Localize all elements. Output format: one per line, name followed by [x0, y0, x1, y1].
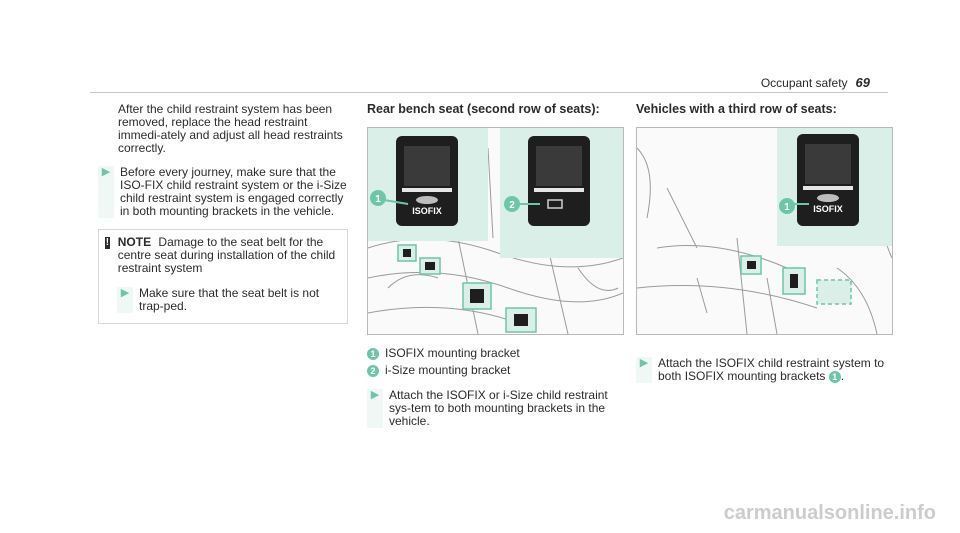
figure-title: Vehicles with a third row of seats: — [636, 102, 837, 116]
instruction-step: ▶ Attach the ISOFIX child restraint syst… — [636, 357, 891, 383]
header-divider — [90, 92, 888, 93]
figure-legend: 1 ISOFIX mounting bracket 2 i-Size mountin… — [367, 347, 622, 377]
step-arrow-icon: ▶ — [98, 166, 114, 218]
note-box: ! NOTE Damage to the seat belt for the c… — [98, 229, 348, 324]
step-text: Attach the ISOFIX or i-Size child restra… — [389, 388, 608, 428]
rear-bench-illustration: ISOFIX 1 2 — [367, 127, 624, 335]
note-step: ▶ Make sure that the seat belt is not tr… — [117, 287, 339, 313]
instruction-step: ▶ Before every journey, make sure that t… — [98, 166, 348, 218]
legend-item: 1 ISOFIX mounting bracket — [367, 347, 622, 360]
svg-text:2: 2 — [509, 200, 515, 211]
legend-item: 2 i-Size mounting bracket — [367, 364, 622, 377]
column-3: Vehicles with a third row of seats: ISOF… — [636, 102, 893, 394]
step-text: Attach the ISOFIX child restraint system… — [658, 356, 885, 383]
callout-1-icon: 1 — [367, 347, 379, 360]
callout-1-icon: 1 — [828, 370, 841, 383]
svg-text:1: 1 — [375, 194, 381, 205]
note-title: NOTE — [117, 235, 152, 249]
column-2: Rear bench seat (second row of seats): I… — [367, 102, 624, 439]
page-number: 69 — [855, 75, 870, 90]
section-title: Occupant safety — [760, 76, 848, 90]
instruction-step: ▶ Attach the ISOFIX or i-Size child rest… — [367, 389, 622, 428]
isofix-label: ISOFIX — [412, 206, 442, 216]
isofix-label: ISOFIX — [813, 204, 843, 214]
callout-2-icon: 2 — [367, 364, 379, 377]
step-arrow-icon: ▶ — [117, 287, 133, 313]
watermark: carmanualsonline.info — [723, 502, 936, 524]
page-header: Occupant safety 69 — [761, 75, 870, 90]
svg-text:1: 1 — [784, 202, 790, 213]
note-text: Damage to the seat belt for the centre s… — [117, 235, 336, 275]
figure-title: Rear bench seat (second row of seats): — [367, 102, 600, 116]
column-1: After the child restraint system has bee… — [98, 103, 348, 324]
intro-paragraph: After the child restraint system has bee… — [118, 102, 343, 155]
warning-icon: ! — [105, 237, 110, 249]
third-row-illustration: ISOFIX 1 — [636, 127, 893, 335]
step-arrow-icon: ▶ — [367, 389, 383, 428]
note-step-text: Make sure that the seat belt is not trap… — [139, 286, 320, 313]
legend-label: ISOFIX mounting bracket — [385, 346, 520, 360]
step-text: Before every journey, make sure that the… — [120, 165, 347, 218]
legend-label: i-Size mounting bracket — [385, 363, 511, 377]
step-arrow-icon: ▶ — [636, 357, 652, 383]
